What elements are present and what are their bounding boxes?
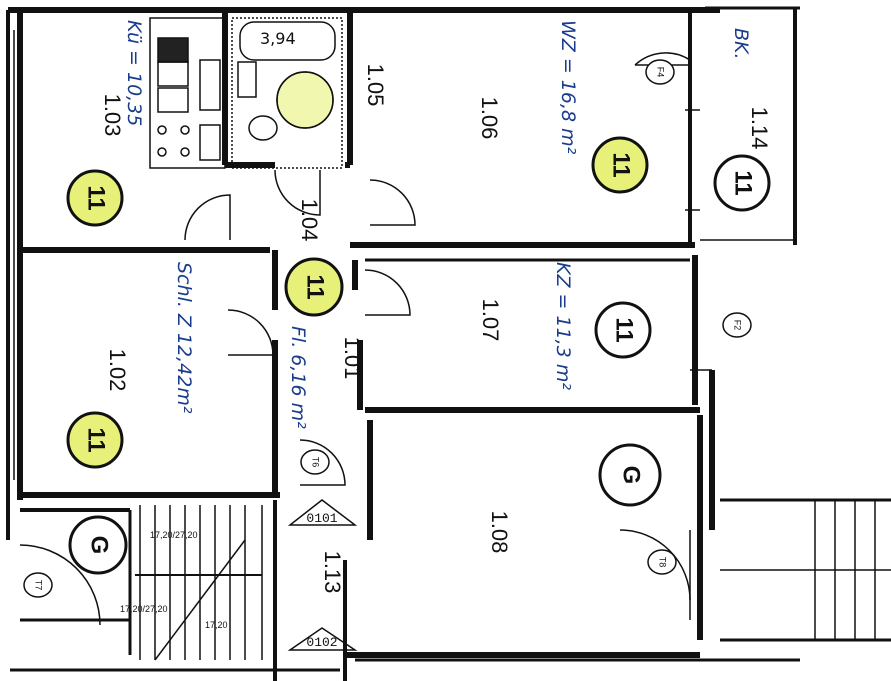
bath-size-label: 3,94: [260, 29, 296, 48]
room-1-08: 1.08: [487, 511, 512, 554]
door-codes: [23, 59, 752, 598]
code-t7: T7: [34, 580, 44, 591]
handwritten-notes: Kü = 10,35 WZ = 16,8 m² BK. Schl. Z 12,4…: [123, 20, 752, 429]
room-1-05: 1.05: [363, 64, 388, 107]
fixtures: [13, 17, 891, 661]
badge-bedroom: 11: [66, 411, 124, 469]
stair-codes: 0101 0102 17,20/27,20 17,20/27,20 17,20: [120, 511, 338, 650]
room-1-04: 1.04: [297, 199, 322, 242]
badge-g-right: G: [598, 443, 662, 507]
code-t6: T6: [311, 457, 321, 468]
room-badges: 11 11 11 11 11 11 G G: [66, 136, 771, 575]
badge-child-label: 11: [611, 317, 638, 342]
room-1-01: 1.01: [340, 337, 365, 380]
room-1-14: 1.14: [747, 107, 772, 150]
badge-balcony: 11: [713, 154, 771, 212]
door-code-labels: F4 F2 T6 T7 T8: [34, 67, 743, 591]
note-balcony: BK.: [730, 28, 752, 60]
note-hall: Fl. 6,16 m²: [287, 326, 309, 429]
note-bedroom: Schl. Z 12,42m²: [173, 262, 195, 414]
room-1-13: 1.13: [320, 551, 345, 594]
badge-kitchen: 11: [66, 169, 124, 227]
badge-g-left-label: G: [86, 536, 113, 555]
note-child: KZ = 11,3 m²: [552, 262, 574, 390]
stair-mark-1: 17,20/27,20: [150, 530, 198, 540]
note-living: WZ = 16,8 m²: [557, 20, 579, 155]
code-f4: F4: [656, 67, 666, 78]
room-1-06: 1.06: [477, 97, 502, 140]
room-numbers: 1.03 1.05 1.06 1.14 1.04 1.02 1.01 1.07 …: [100, 64, 772, 594]
badge-hall-label: 11: [302, 274, 329, 299]
badge-child: 11: [594, 301, 652, 359]
stair-code-0101: 0101: [306, 511, 337, 526]
code-f2: F2: [733, 320, 743, 331]
stair-mark-3: 17,20: [205, 620, 228, 630]
room-1-07: 1.07: [478, 299, 503, 342]
badge-hall: 11: [284, 257, 344, 317]
badge-bedroom-label: 11: [83, 427, 110, 452]
stair-code-0102: 0102: [306, 635, 337, 650]
badge-balcony-label: 11: [730, 170, 757, 195]
room-1-02: 1.02: [105, 349, 130, 392]
badge-living: 11: [591, 136, 649, 194]
badge-living-label: 11: [608, 152, 635, 177]
room-1-03: 1.03: [100, 94, 125, 137]
badge-g-left: G: [68, 515, 128, 575]
badge-kitchen-label: 11: [83, 185, 110, 210]
note-kitchen: Kü = 10,35: [123, 20, 145, 126]
stair-mark-2: 17,20/27,20: [120, 604, 168, 614]
badge-g-right-label: G: [618, 466, 645, 485]
code-t8: T8: [658, 557, 668, 568]
